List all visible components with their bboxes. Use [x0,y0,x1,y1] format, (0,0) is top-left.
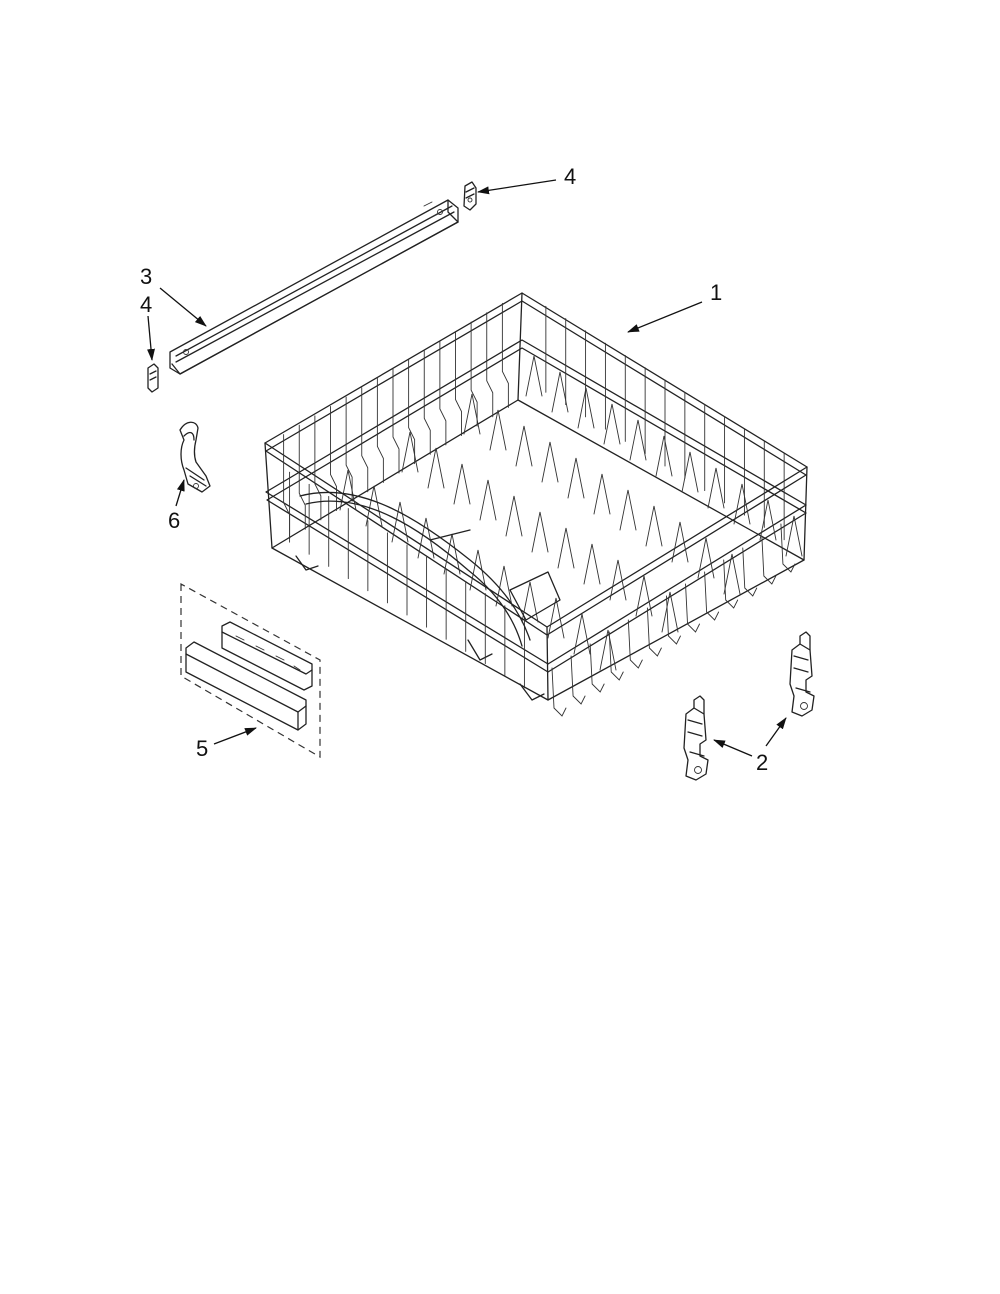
spray-tube-clip-icon [179,421,211,493]
track-stop-icon [147,363,159,393]
callout-5: 5 [196,736,208,761]
track-stop-icon [463,181,477,211]
dish-rack-icon [264,292,808,717]
callout-6: 6 [168,508,180,533]
rack-handle-kit-icon [180,582,321,759]
rack-adjuster-icon [683,695,709,781]
callout-4-top: 4 [564,164,576,189]
callout-leaders [147,179,787,757]
callout-1: 1 [710,280,722,305]
callout-3: 3 [140,264,152,289]
rack-adjuster-icon [789,631,815,717]
track-rail-icon [169,199,459,375]
callout-4-left: 4 [140,292,152,317]
callout-2: 2 [756,750,768,775]
